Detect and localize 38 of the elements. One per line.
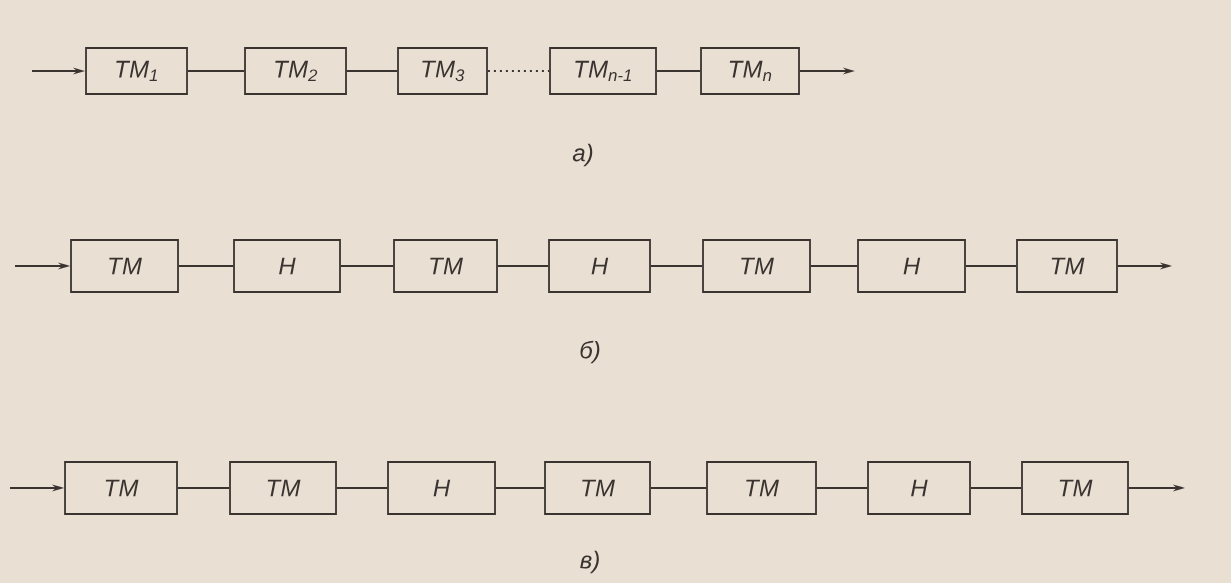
connector-line <box>187 70 245 72</box>
block-box: ТМ <box>702 239 811 293</box>
block-box: Н <box>233 239 341 293</box>
connector-line <box>810 265 858 267</box>
connector-line <box>656 70 701 72</box>
connector-line <box>650 265 703 267</box>
block-box: Н <box>857 239 966 293</box>
figure-label: б) <box>580 340 600 364</box>
block-box: ТМ$_{2}$ <box>244 47 347 95</box>
block-box: Н <box>548 239 651 293</box>
block-box: Н <box>387 461 496 515</box>
block-box: ТМ <box>393 239 498 293</box>
figure-label: а) <box>572 143 593 167</box>
connector-line <box>650 487 707 489</box>
connector-line <box>178 265 234 267</box>
connector-line <box>495 487 545 489</box>
block-box: ТМ$_{n}$ <box>700 47 800 95</box>
connector-line <box>965 265 1017 267</box>
connector-line <box>346 70 398 72</box>
block-box: ТМ <box>1016 239 1118 293</box>
connector-line <box>336 487 388 489</box>
connector-line <box>487 70 550 72</box>
block-box: ТМ <box>1021 461 1129 515</box>
figure-label: в) <box>580 550 599 574</box>
block-box: ТМ <box>70 239 179 293</box>
connector-line <box>816 487 868 489</box>
block-box: ТМ <box>706 461 817 515</box>
block-box: ТМ <box>544 461 651 515</box>
connector-line <box>340 265 394 267</box>
block-box: Н <box>867 461 971 515</box>
connector-line <box>497 265 549 267</box>
block-box: ТМ$_{3}$ <box>397 47 488 95</box>
block-box: ТМ$_{n-1}$ <box>549 47 657 95</box>
block-box: ТМ <box>229 461 337 515</box>
block-box: ТМ <box>64 461 178 515</box>
block-box: ТМ$_{1}$ <box>85 47 188 95</box>
connector-line <box>970 487 1022 489</box>
connector-line <box>177 487 230 489</box>
